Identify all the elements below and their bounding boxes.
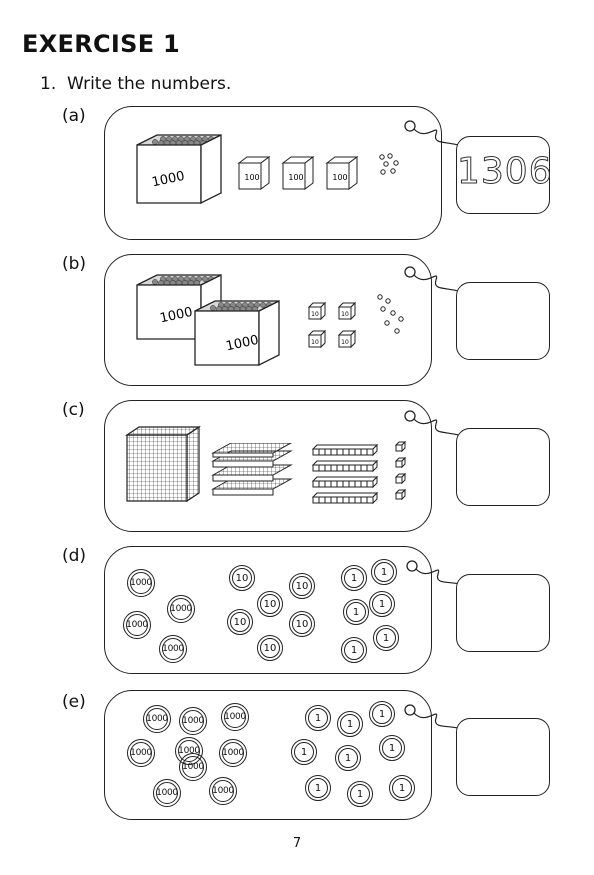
coin-10: 10 bbox=[227, 609, 253, 635]
coin-1000: 1000 bbox=[127, 739, 155, 767]
ten-cube: 10 bbox=[307, 301, 327, 321]
part-e-label: (e) bbox=[62, 692, 86, 712]
thousand-box: 1000 bbox=[136, 133, 222, 205]
ten-cube: 10 bbox=[307, 329, 327, 349]
coin-1000: 1000 bbox=[209, 777, 237, 805]
part-b-label: (b) bbox=[62, 254, 87, 274]
ten-cube: 10 bbox=[337, 329, 357, 349]
coin-1000: 1000 bbox=[167, 595, 195, 623]
coin-1: 1 bbox=[291, 739, 317, 765]
part-a-answer: 1306 bbox=[457, 151, 553, 193]
svg-text:1000: 1000 bbox=[225, 333, 260, 355]
part-e-answer-box[interactable] bbox=[456, 718, 550, 796]
coin-1: 1 bbox=[305, 775, 331, 801]
unit-dots bbox=[377, 294, 404, 334]
coin-10: 10 bbox=[257, 591, 283, 617]
part-a-answer-box[interactable]: 1306 bbox=[456, 136, 553, 214]
coin-1000: 1000 bbox=[219, 739, 247, 767]
hundred-flats bbox=[211, 443, 293, 496]
part-b-panel: 1000 1000 10 10 10 10 bbox=[104, 254, 432, 386]
page-number: 7 bbox=[292, 836, 302, 851]
coin-1: 1 bbox=[379, 735, 405, 761]
svg-text:1000: 1000 bbox=[159, 305, 194, 327]
part-a-panel: 1000 100 100 100 bbox=[104, 106, 442, 240]
box-label: 1000 bbox=[151, 169, 186, 191]
coin-1000: 1000 bbox=[179, 753, 207, 781]
coin-1: 1 bbox=[371, 559, 397, 585]
unit-dots bbox=[379, 153, 399, 175]
coin-1: 1 bbox=[337, 711, 363, 737]
question-number: 1. bbox=[40, 74, 57, 94]
coin-1: 1 bbox=[389, 775, 415, 801]
coin-1: 1 bbox=[341, 637, 367, 663]
part-d-label: (d) bbox=[62, 546, 87, 566]
part-d-panel: 1000 1000 1000 1000 10 10 10 10 10 10 10… bbox=[104, 546, 432, 674]
coin-1: 1 bbox=[369, 591, 395, 617]
coin-1000: 1000 bbox=[179, 707, 207, 735]
coin-10: 10 bbox=[257, 635, 283, 661]
part-a-label: (a) bbox=[62, 106, 86, 126]
thousand-box: 1000 bbox=[136, 273, 222, 341]
ten-cube: 10 bbox=[337, 301, 357, 321]
coin-10: 10 bbox=[289, 573, 315, 599]
unit-cubes bbox=[395, 441, 407, 501]
part-b-answer-box[interactable] bbox=[456, 282, 550, 360]
coin-10: 10 bbox=[229, 565, 255, 591]
coin-1000: 1000 bbox=[127, 569, 155, 597]
svg-text:10: 10 bbox=[311, 311, 319, 318]
part-c-panel bbox=[104, 400, 432, 532]
hundred-cube: 100 bbox=[281, 156, 315, 190]
question-instruction: 1. Write the numbers. bbox=[40, 74, 231, 94]
svg-text:100: 100 bbox=[244, 173, 259, 182]
coin-10: 10 bbox=[289, 611, 315, 637]
coin-1000: 1000 bbox=[221, 703, 249, 731]
svg-text:10: 10 bbox=[341, 339, 349, 346]
part-d-answer-box[interactable] bbox=[456, 574, 550, 652]
exercise-title: EXERCISE 1 bbox=[22, 30, 181, 58]
coin-1000: 1000 bbox=[159, 635, 187, 663]
coin-1: 1 bbox=[369, 701, 395, 727]
ten-rods bbox=[311, 443, 379, 505]
svg-text:10: 10 bbox=[311, 339, 319, 346]
hundred-cube: 100 bbox=[325, 156, 359, 190]
svg-text:100: 100 bbox=[332, 173, 347, 182]
svg-text:100: 100 bbox=[288, 173, 303, 182]
coin-1: 1 bbox=[347, 781, 373, 807]
part-c-label: (c) bbox=[62, 400, 85, 420]
thousand-block bbox=[125, 425, 201, 503]
coin-1: 1 bbox=[335, 745, 361, 771]
coin-1000: 1000 bbox=[153, 779, 181, 807]
part-e-panel: 1000 1000 1000 1000 1000 1000 1000 1000 … bbox=[104, 690, 432, 820]
coin-1: 1 bbox=[341, 565, 367, 591]
coin-1: 1 bbox=[305, 705, 331, 731]
question-text: Write the numbers. bbox=[67, 74, 232, 94]
coin-1: 1 bbox=[373, 625, 399, 651]
part-c-answer-box[interactable] bbox=[456, 428, 550, 506]
thousand-box: 1000 bbox=[194, 299, 280, 367]
coin-1: 1 bbox=[343, 599, 369, 625]
coin-1000: 1000 bbox=[143, 705, 171, 733]
hundred-cube: 100 bbox=[237, 156, 271, 190]
svg-text:10: 10 bbox=[341, 311, 349, 318]
coin-1000: 1000 bbox=[123, 611, 151, 639]
